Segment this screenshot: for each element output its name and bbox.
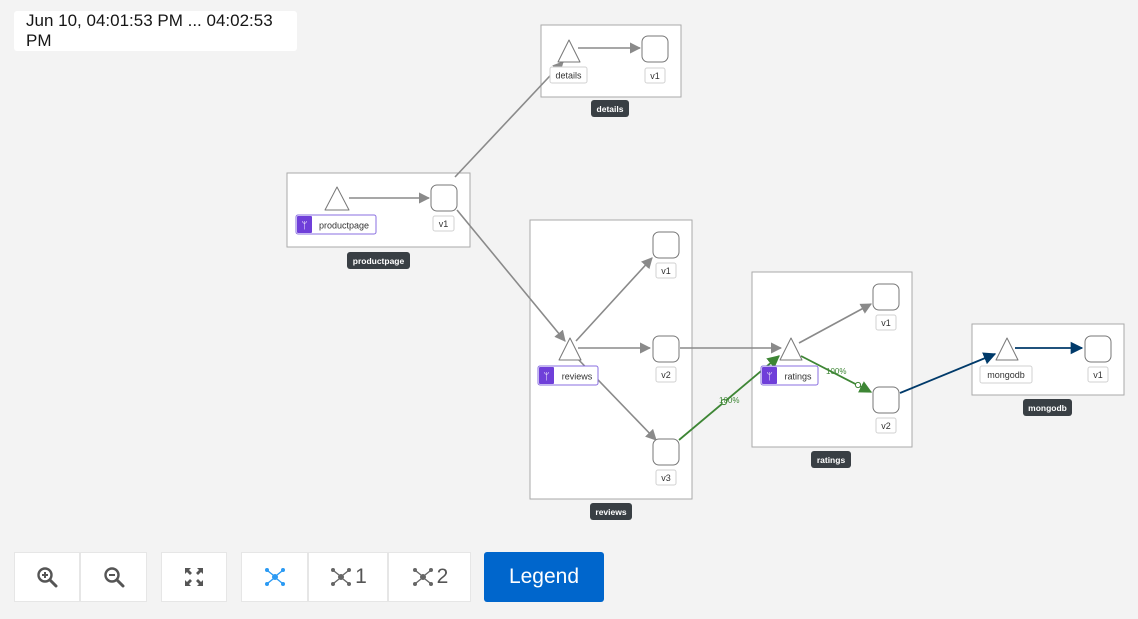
zoom-in-icon — [37, 567, 58, 588]
layout-default-button[interactable] — [241, 552, 308, 602]
edge-ratings-v2-mongodb[interactable] — [899, 352, 997, 394]
mongodb-service-node[interactable] — [995, 337, 1019, 361]
branch-icon: ᛘ — [767, 372, 773, 383]
ratings-group-label: ratings — [817, 455, 846, 465]
reviews-v1-label: v1 — [661, 266, 671, 276]
virtual-service-badge — [762, 367, 777, 384]
reviews-v3-node[interactable] — [652, 438, 680, 466]
details-v1-node[interactable] — [641, 35, 669, 63]
topology-icon — [264, 568, 285, 586]
ratings-node-label: ratings — [784, 372, 812, 382]
productpage-node-label: productpage — [319, 221, 369, 231]
fit-to-screen-button[interactable] — [161, 552, 227, 602]
ratings-v1-label: v1 — [881, 318, 891, 328]
ratings-v2-label: v2 — [881, 421, 891, 431]
legend-button[interactable]: Legend — [484, 552, 604, 602]
zoom-out-icon — [103, 567, 124, 588]
layout-1-label: 1 — [355, 565, 367, 588]
reviews-node-label: reviews — [562, 372, 593, 382]
reviews-v2-label: v2 — [661, 370, 671, 380]
ratings-v2-node[interactable] — [872, 386, 900, 414]
reviews-v1-node[interactable] — [652, 231, 680, 259]
expand-icon — [185, 568, 203, 586]
mongodb-node-label: mongodb — [987, 370, 1025, 380]
details-service-node[interactable] — [557, 39, 581, 63]
reviews-v3-label: v3 — [661, 473, 671, 483]
mongodb-v1-label: v1 — [1093, 370, 1103, 380]
edge-productpage-details[interactable] — [454, 61, 564, 178]
edge-ratings-v1[interactable] — [798, 303, 872, 344]
details-v1-label: v1 — [650, 71, 660, 81]
edge-productpage-reviews[interactable] — [456, 209, 566, 342]
zoom-out-button[interactable] — [80, 552, 147, 602]
details-group-label: details — [597, 104, 624, 114]
topology-icon — [331, 568, 352, 586]
ratings-v1-node[interactable] — [872, 283, 900, 311]
time-range: Jun 10, 04:01:53 PM ... 04:02:53 PM — [14, 11, 297, 51]
edge-reviews-v1[interactable] — [575, 257, 653, 342]
reviews-v2-node[interactable] — [652, 335, 680, 363]
productpage-v1-label: v1 — [439, 219, 449, 229]
zoom-in-button[interactable] — [14, 552, 80, 602]
layout-2-button[interactable]: 2 — [388, 552, 471, 602]
ratings-service-node[interactable] — [779, 337, 803, 361]
virtual-service-badge — [539, 367, 554, 384]
branch-icon: ᛘ — [302, 221, 308, 232]
mongodb-group-label: mongodb — [1028, 403, 1067, 413]
edge-label-ratings-v2: 100% — [826, 367, 846, 376]
virtual-service-badge — [297, 216, 312, 233]
reviews-service-node[interactable] — [558, 337, 582, 361]
layout-1-button[interactable]: 1 — [308, 552, 388, 602]
mongodb-v1-node[interactable] — [1084, 335, 1112, 363]
details-node-label: details — [555, 71, 582, 81]
productpage-v1-node[interactable] — [430, 184, 458, 212]
reviews-group-label: reviews — [595, 507, 626, 517]
branch-icon: ᛘ — [544, 372, 550, 383]
edge-label-reviews-ratings: 100% — [719, 396, 739, 405]
productpage-service-node[interactable] — [324, 186, 350, 211]
productpage-group-label: productpage — [353, 256, 405, 266]
topology-icon — [412, 568, 433, 586]
layout-2-label: 2 — [436, 565, 449, 588]
